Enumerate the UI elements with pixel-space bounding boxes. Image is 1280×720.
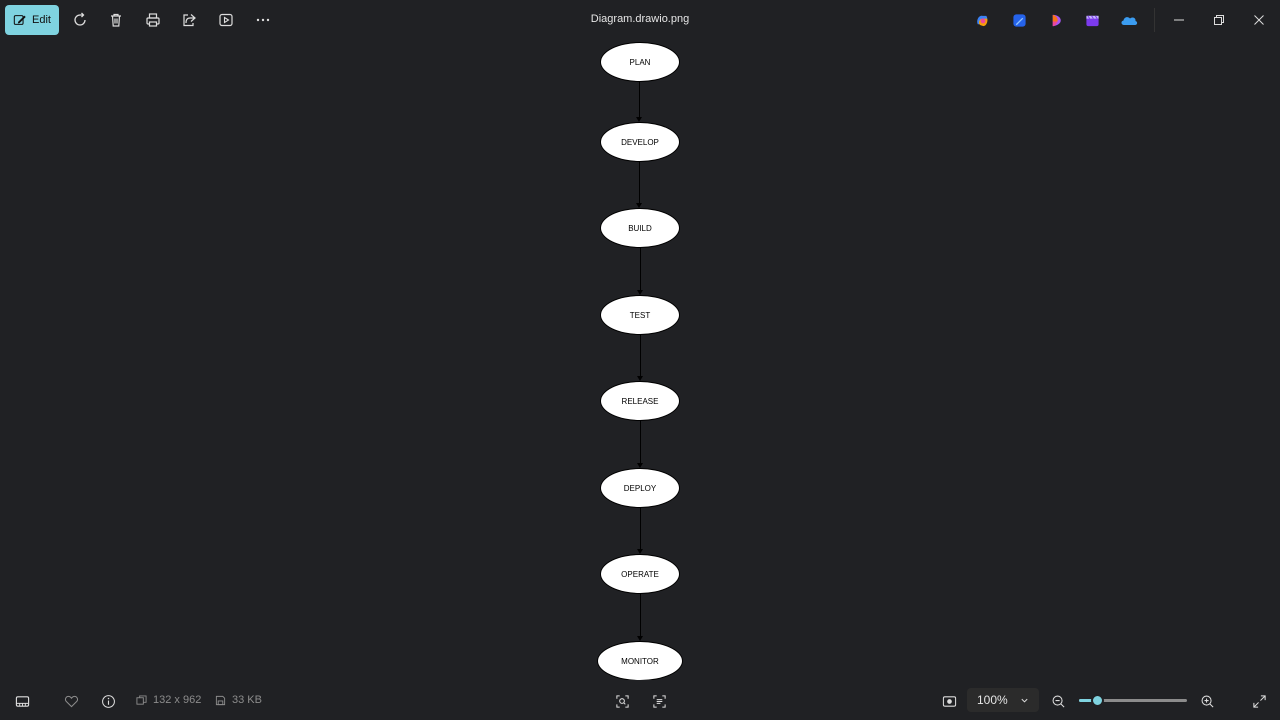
- copilot-icon[interactable]: [973, 11, 991, 29]
- title-bar: Edit Diagram.drawio.png: [0, 0, 1280, 40]
- node-plan: PLAN: [600, 42, 680, 82]
- slideshow-icon[interactable]: [216, 10, 236, 30]
- filmstrip-icon[interactable]: [13, 692, 31, 710]
- node-build: BUILD: [600, 208, 680, 248]
- diagram-arrow: [637, 463, 643, 468]
- zoom-out-icon[interactable]: [1049, 692, 1067, 710]
- restore-icon[interactable]: [1207, 8, 1231, 32]
- file-size-text: 33 KB: [232, 694, 262, 706]
- title-separator: [1154, 8, 1155, 32]
- node-operate: OPERATE: [600, 554, 680, 594]
- edit-icon: [13, 13, 27, 27]
- fullscreen-icon[interactable]: [1250, 692, 1268, 710]
- zoom-slider[interactable]: [1079, 694, 1187, 707]
- more-icon[interactable]: [253, 10, 273, 30]
- status-bar: 132 x 962 33 KB 100%: [0, 680, 1280, 720]
- delete-icon[interactable]: [106, 10, 126, 30]
- visual-search-icon[interactable]: [613, 692, 631, 710]
- chevron-down-icon: [1020, 696, 1029, 705]
- actual-size-icon[interactable]: [940, 692, 958, 710]
- favorite-icon[interactable]: [62, 692, 80, 710]
- image-canvas[interactable]: PLAN DEVELOP BUILD TEST RELEASE DEPLOY O…: [0, 40, 1280, 681]
- edit-button-label: Edit: [32, 14, 51, 26]
- diagram-edge: [640, 248, 641, 292]
- diagram-edge: [640, 594, 641, 638]
- info-icon[interactable]: [99, 692, 117, 710]
- diagram-arrow: [637, 290, 643, 295]
- diagram-edge: [639, 82, 640, 119]
- node-test: TEST: [600, 295, 680, 335]
- zoom-in-icon[interactable]: [1198, 692, 1216, 710]
- designer-icon[interactable]: [1010, 11, 1028, 29]
- diagram-arrow: [636, 117, 642, 122]
- diagram-arrow: [637, 376, 643, 381]
- diagram-edge: [640, 507, 641, 551]
- clipchamp-icon[interactable]: [1047, 11, 1065, 29]
- file-size-icon: [215, 695, 226, 706]
- node-monitor: MONITOR: [597, 641, 683, 681]
- node-release: RELEASE: [600, 381, 680, 421]
- zoom-value: 100%: [977, 693, 1008, 707]
- diagram-arrow: [636, 203, 642, 208]
- diagram-edge: [640, 334, 641, 378]
- share-icon[interactable]: [179, 10, 199, 30]
- diagram-arrow: [637, 549, 643, 554]
- node-deploy: DEPLOY: [600, 468, 680, 508]
- close-icon[interactable]: [1247, 8, 1271, 32]
- video-editor-icon[interactable]: [1083, 11, 1101, 29]
- diagram-edge: [640, 421, 641, 465]
- rotate-icon[interactable]: [70, 10, 90, 30]
- diagram-image: PLAN DEVELOP BUILD TEST RELEASE DEPLOY O…: [596, 42, 684, 681]
- image-dimensions: 132 x 962: [136, 694, 201, 706]
- onedrive-icon[interactable]: [1120, 11, 1138, 29]
- diagram-edge: [639, 161, 640, 205]
- zoom-slider-fill: [1079, 699, 1099, 702]
- dimensions-text: 132 x 962: [153, 694, 202, 706]
- zoom-slider-thumb[interactable]: [1091, 694, 1105, 707]
- file-size: 33 KB: [215, 694, 262, 706]
- edit-button[interactable]: Edit: [5, 5, 59, 35]
- minimize-icon[interactable]: [1167, 8, 1191, 32]
- text-scan-icon[interactable]: [650, 692, 668, 710]
- diagram-arrow: [637, 636, 643, 641]
- node-develop: DEVELOP: [600, 122, 680, 162]
- zoom-dropdown[interactable]: 100%: [967, 688, 1039, 712]
- dimensions-icon: [136, 694, 147, 706]
- print-icon[interactable]: [143, 10, 163, 30]
